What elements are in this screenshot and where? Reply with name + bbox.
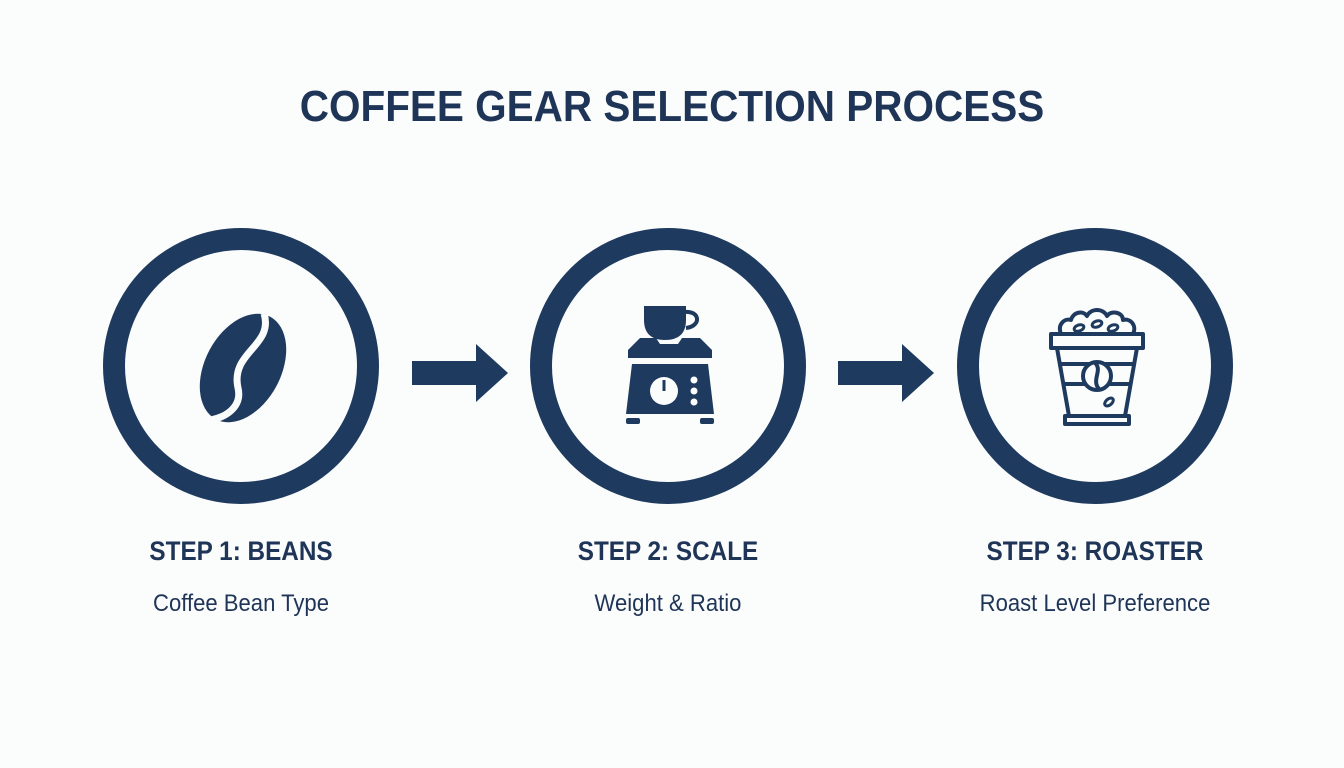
step-3-label: STEP 3: ROASTER — [986, 536, 1204, 566]
step-3-node — [955, 228, 1235, 508]
arrow-right-icon — [838, 344, 934, 402]
roaster-cup-icon — [1049, 308, 1145, 426]
step-1-node — [101, 228, 381, 508]
coffee-bean-icon — [199, 312, 287, 424]
step-2-description: Weight & Ratio — [594, 590, 742, 617]
step-1-label: STEP 1: BEANS — [149, 536, 333, 566]
coffee-scale-icon — [626, 306, 714, 424]
step-1-circle — [103, 228, 379, 504]
diagram-title: COFFEE GEAR SELECTION PROCESS — [299, 82, 1045, 131]
step-2-node — [528, 228, 808, 508]
step-3-circle — [957, 228, 1233, 504]
step-1-description: Coffee Bean Type — [153, 590, 329, 617]
step-2-label: STEP 2: SCALE — [577, 536, 759, 566]
step-3-description: Roast Level Preference — [979, 590, 1211, 617]
arrow-right-icon — [412, 344, 508, 402]
step-2-circle — [530, 228, 806, 504]
